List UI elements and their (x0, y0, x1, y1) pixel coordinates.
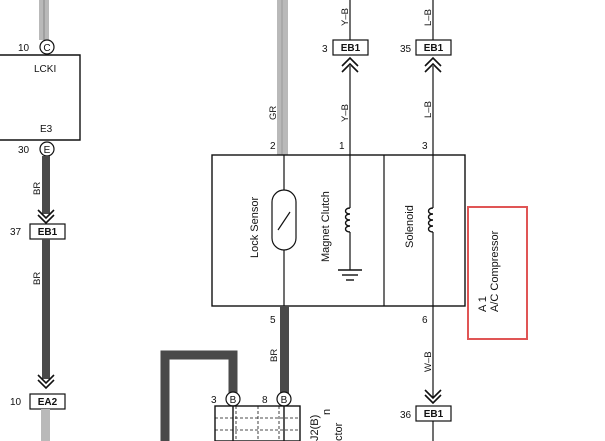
magnet-clutch-label: Magnet Clutch (320, 191, 332, 262)
eb1-top1-name: EB1 (341, 43, 361, 54)
left-component-bottom-label: E3 (40, 124, 53, 135)
eb1-top2-name: EB1 (424, 43, 444, 54)
yb-top-wire-label: Y–B (340, 8, 351, 26)
eb1-top2-box (415, 39, 452, 56)
solenoid-label: Solenoid (404, 205, 416, 248)
left-bottom-pin-number: 30 (18, 145, 30, 156)
eb1-top1-box (332, 39, 369, 56)
j2-ref: J2(B) (309, 415, 321, 441)
left-bottom-pin-letter: E (44, 145, 51, 156)
j2-cut-text-1: n (321, 409, 333, 415)
gr-wire-label: GR (268, 106, 279, 120)
compressor-pin-5: 5 (270, 315, 276, 326)
left-component-box (0, 54, 81, 141)
compressor-name: A/C Compressor (489, 230, 501, 312)
left-top-pin-number: 10 (18, 43, 30, 54)
lock-sensor-switch (277, 211, 291, 231)
left-dark-wire-lower (42, 239, 50, 379)
compressor-pin-2: 2 (270, 141, 276, 152)
left-lower-chevron-icon (37, 374, 55, 390)
left-top-pin-letter: C (43, 43, 50, 54)
j2-pin-left: 3 (211, 395, 217, 406)
lock-sensor-label: Lock Sensor (249, 197, 261, 258)
yb-top-chevron-icon (341, 56, 359, 73)
j2-pin-right: 8 (262, 395, 268, 406)
j2-pin-left-letter: B (230, 395, 237, 406)
eb1-top1-pin: 3 (322, 44, 328, 55)
lb-top-wire-label: L–B (423, 9, 434, 26)
j2-connector-box (214, 405, 301, 441)
ea2-pin: 10 (10, 397, 22, 408)
left-bottom-gray-wire (41, 409, 50, 441)
bottom-dark-wire (160, 350, 238, 441)
lb-wire-label: L–B (423, 101, 434, 118)
left-wire-color-upper: BR (32, 182, 43, 195)
br-dark-wire (280, 306, 289, 394)
compressor-highlight-box (467, 206, 528, 340)
eb1-bottom-name: EB1 (424, 409, 444, 420)
j2-pin-right-letter: B (281, 395, 288, 406)
magnet-clutch-coil-icon (344, 207, 351, 233)
eb1-left-pin: 37 (10, 227, 22, 238)
compressor-pin-3: 3 (422, 141, 428, 152)
left-top-pin-circle (39, 39, 55, 55)
eb1-bottom-pin: 36 (400, 410, 412, 421)
eb1-left-name: EB1 (38, 227, 58, 238)
wb-chevron-icon (424, 389, 442, 405)
solenoid-coil-icon (427, 207, 434, 233)
br-wire-label: BR (269, 349, 280, 362)
wb-wire-label: W–B (423, 351, 434, 372)
compressor-box (211, 154, 466, 307)
yb-wire-label: Y–B (340, 104, 351, 122)
j2-cut-text-2: ctor (333, 422, 345, 441)
left-upper-chevron-icon (37, 209, 55, 225)
ea2-name: EA2 (38, 397, 58, 408)
compressor-ref: A 1 (477, 296, 489, 312)
left-dark-wire-upper (42, 156, 50, 214)
compressor-pin-6: 6 (422, 315, 428, 326)
left-component-top-label: LCKI (34, 64, 56, 75)
left-wire-color-lower: BR (32, 272, 43, 285)
j2-connector-grid (215, 406, 300, 441)
eb1-top2-pin: 35 (400, 44, 412, 55)
compressor-pin-1: 1 (339, 141, 345, 152)
lb-top-chevron-icon (424, 56, 442, 73)
